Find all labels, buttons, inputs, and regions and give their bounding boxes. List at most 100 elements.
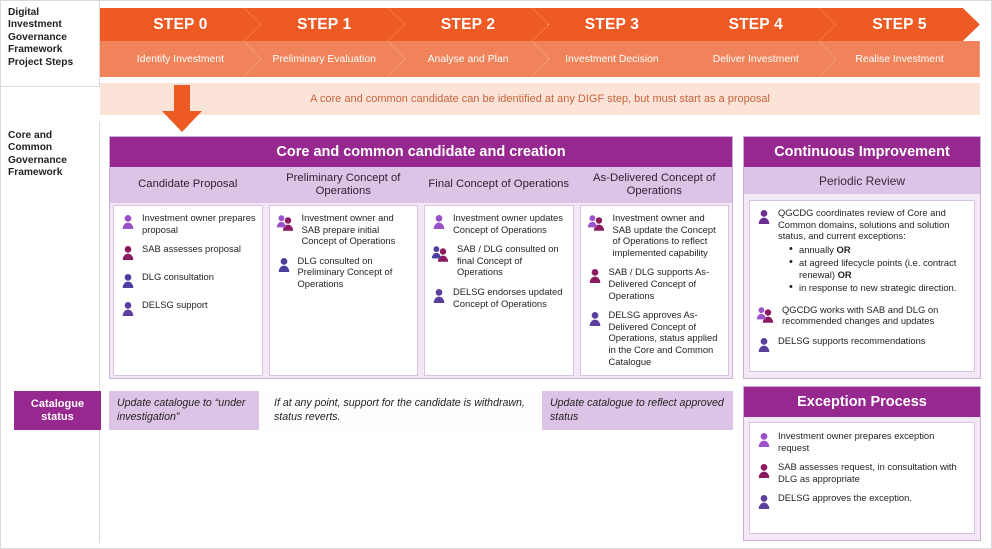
column-title: Candidate Proposal — [110, 167, 266, 203]
bullet-item: SAB / DLG supports As-Delivered Concept … — [585, 266, 724, 301]
step-title: STEP 3 — [584, 15, 640, 33]
step-chevron-3[interactable]: STEP 3 Investment Decision — [531, 8, 693, 77]
two-people-icon — [756, 306, 774, 323]
chevron-shape — [531, 8, 693, 77]
bullet-text: SAB assesses request, in consultation wi… — [778, 461, 957, 484]
candidate-note-band: A core and common candidate can be ident… — [100, 83, 980, 115]
continuous-improvement-body: QGCDG coordinates review of Core and Com… — [749, 200, 975, 372]
step-title: STEP 0 — [153, 15, 208, 33]
bullet-item: QGCDG coordinates review of Core and Com… — [754, 207, 968, 296]
bullet-item: DELSG endorses updated Concept of Operat… — [429, 286, 568, 309]
step-subtitle: Investment Decision — [565, 53, 659, 65]
person-icon — [758, 337, 770, 352]
bullet-text: DELSG endorses updated Concept of Operat… — [453, 285, 563, 309]
sublist-item: at agreed lifecycle points (i.e. contrac… — [788, 256, 968, 281]
bullet-text: DLG consultation — [142, 271, 214, 283]
column-body: Investment owner and SAB prepare initial… — [268, 205, 418, 376]
chevron-shape — [819, 8, 980, 77]
bullet-text: DLG consulted on Preliminary Concept of … — [297, 254, 393, 289]
step-chevron-1[interactable]: STEP 1 Preliminary Evaluation — [243, 8, 405, 77]
person-icon — [278, 257, 289, 272]
step-subtitle: Realise Investment — [855, 53, 944, 65]
chevron-shape — [100, 8, 261, 77]
bullet-text: QGCDG works with SAB and DLG on recommen… — [782, 303, 939, 327]
sublist-item: annually OR — [788, 243, 968, 256]
step-subtitle: Identify Investment — [136, 53, 225, 65]
bullet-item: DELSG approves As-Delivered Concept of O… — [585, 309, 724, 367]
bullet-text: DELSG approves As-Delivered Concept of O… — [608, 309, 718, 367]
periodic-review-subtitle: Periodic Review — [744, 167, 980, 194]
column-title: Preliminary Concept of Operations — [265, 167, 421, 203]
catalogue-status-box-3: Update catalogue to reflect approved sta… — [542, 391, 733, 430]
person-icon — [433, 215, 445, 230]
bullet-item: Investment owner prepares exception requ… — [754, 430, 968, 453]
person-icon — [122, 302, 134, 317]
bullet-text: DELSG supports recommendations — [778, 334, 926, 346]
bullet-text: Investment owner and SAB prepare initial… — [301, 212, 396, 247]
catalogue-status-chip: Catalogue status — [14, 391, 101, 430]
step-title: STEP 2 — [440, 15, 496, 33]
continuous-improvement-panel: Continuous Improvement Periodic Review Q… — [743, 136, 981, 379]
person-icon — [758, 495, 770, 510]
bullet-text: Investment owner prepares proposal — [142, 212, 256, 235]
exception-process-body: Investment owner prepares exception requ… — [749, 422, 975, 534]
bullet-item: DELSG approves the exception. — [754, 492, 968, 512]
bullet-text: DELSG support — [142, 299, 208, 311]
step-chevrons: STEP 0 Identify Investment STEP 1 Prelimina… — [100, 8, 980, 77]
catalogue-status-box-2: If at any point, support for the candida… — [266, 391, 536, 430]
column-title: As-Delivered Concept of Operations — [576, 167, 732, 203]
candidate-note-text: A core and common candidate can be ident… — [310, 93, 770, 105]
sublist-item: in response to new strategic direction. — [788, 281, 968, 294]
step-subtitle: Preliminary Evaluation — [272, 53, 376, 65]
two-people-icon — [276, 215, 293, 231]
bullet-text: QGCDG coordinates review of Core and Com… — [778, 207, 950, 242]
column-body: Investment owner and SAB update the Conc… — [579, 205, 729, 376]
step-subtitle: Deliver Investment — [712, 53, 799, 65]
bullet-text: Investment owner updates Concept of Oper… — [453, 212, 563, 235]
step-chevron-0[interactable]: STEP 0 Identify Investment — [100, 8, 261, 77]
main-panel-title: Core and common candidate and creation — [110, 137, 732, 167]
bullet-item: SAB / DLG consulted on final Concept of … — [429, 243, 568, 278]
two-people-icon — [587, 215, 604, 231]
person-icon — [758, 464, 770, 479]
chevron-shape — [675, 8, 837, 77]
step-title: STEP 1 — [297, 15, 352, 33]
bullet-text: SAB assesses proposal — [142, 243, 242, 255]
bullet-sublist: annually ORat agreed lifecycle points (i… — [788, 243, 968, 295]
down-arrow-icon — [162, 85, 202, 132]
person-icon — [758, 210, 770, 225]
person-icon — [122, 215, 134, 230]
bullet-text: SAB / DLG supports As-Delivered Concept … — [608, 266, 710, 301]
bullet-text: DELSG approves the exception. — [778, 492, 912, 504]
person-icon — [122, 274, 134, 289]
person-icon — [758, 433, 770, 448]
bullet-item: QGCDG works with SAB and DLG on recommen… — [754, 304, 968, 327]
bullet-item: DLG consulted on Preliminary Concept of … — [274, 255, 413, 290]
bullet-item: Investment owner prepares proposal — [118, 212, 257, 235]
bullet-text: SAB / DLG consulted on final Concept of … — [457, 243, 559, 278]
bullet-item: Investment owner and SAB prepare initial… — [274, 212, 413, 247]
core-common-candidate-panel: Core and common candidate and creation C… — [109, 136, 733, 379]
bullet-text: Investment owner prepares exception requ… — [778, 430, 935, 453]
person-icon — [589, 269, 600, 284]
bullet-item: DELSG supports recommendations — [754, 335, 968, 355]
bullet-item: Investment owner updates Concept of Oper… — [429, 212, 568, 235]
continuous-improvement-title: Continuous Improvement — [744, 137, 980, 167]
catalogue-status-box-1: Update catalogue to “under investigation… — [109, 391, 259, 430]
exception-process-panel: Exception Process Investment owner prepa… — [743, 386, 981, 541]
bullet-item: DLG consultation — [118, 271, 257, 291]
bullet-item: DELSG support — [118, 299, 257, 319]
bullet-item: SAB assesses proposal — [118, 243, 257, 263]
